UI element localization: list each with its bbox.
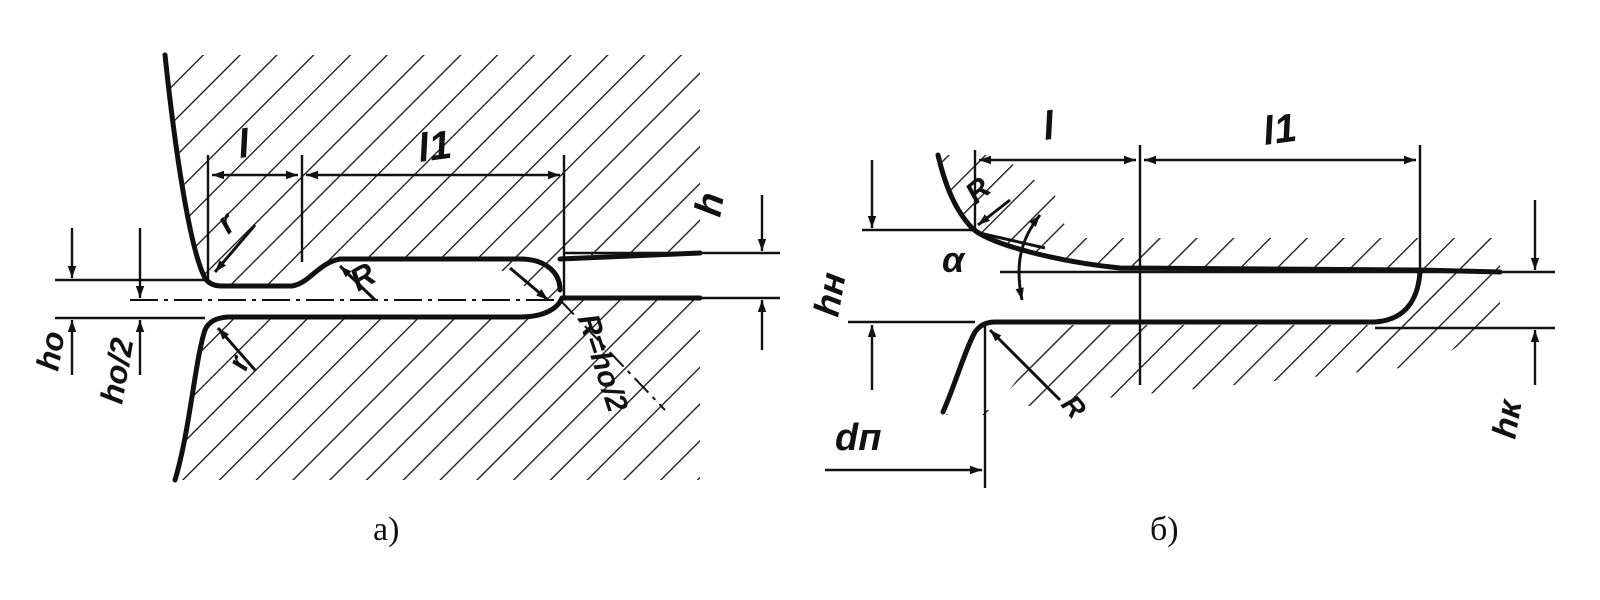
label-l-b: l <box>1040 104 1058 149</box>
leader-R-end <box>509 266 549 302</box>
label-l1-a: l1 <box>415 123 454 171</box>
upper-tool-hatch <box>935 155 1500 272</box>
lower-tool-hatch <box>940 272 1500 415</box>
leader-r-top <box>213 224 257 273</box>
leader-b-R-bottom <box>988 328 1062 402</box>
lower-die-profile <box>172 295 565 483</box>
panel-b: l l1 hн hк α R R dп б) <box>806 104 1555 548</box>
upper-die-hatch <box>165 55 700 300</box>
label-ho: ho <box>29 328 71 373</box>
label-R-inner: R <box>344 255 382 298</box>
caption-b: б) <box>1150 511 1179 548</box>
leader-R-inner <box>338 264 377 302</box>
label-ho-half: ho/2 <box>93 335 140 406</box>
leader-b-R-top <box>977 198 1011 227</box>
label-l1-b: l1 <box>1260 106 1299 154</box>
r-formula-leader <box>559 299 666 411</box>
alpha-arc <box>1015 214 1042 301</box>
label-hn: hн <box>806 269 854 319</box>
lower-die-hatch <box>175 300 700 480</box>
label-hk: hк <box>1485 396 1529 442</box>
label-dn: dп <box>835 417 881 459</box>
lower-tool-profile <box>940 269 1423 415</box>
panel-a: l l1 h ho ho/2 r r R R=ho/2 а) <box>29 52 780 548</box>
label-alpha: α <box>942 239 966 280</box>
caption-a: а) <box>373 511 399 548</box>
leader-r-bottom <box>216 327 257 371</box>
upper-die-profile <box>162 52 563 293</box>
